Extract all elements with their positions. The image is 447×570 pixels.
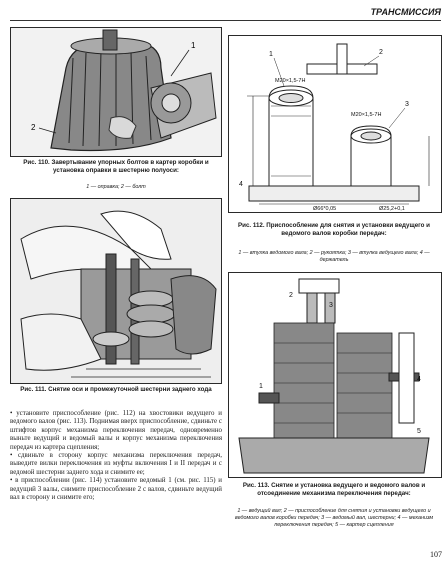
callout-2: 2: [379, 49, 383, 56]
section-header: ТРАНСМИССИЯ: [370, 7, 441, 17]
callout-2: 2: [289, 292, 293, 299]
figure-113-caption: Рис. 113. Снятие и установка ведущего и …: [242, 482, 426, 497]
dim-diameter-1: Ø66*0,05: [313, 206, 336, 212]
header-rule: [10, 20, 441, 21]
figure-112-caption: Рис. 112. Приспособление для снятия и ус…: [238, 222, 430, 237]
dim-thread-2: M20×1,5-7H: [351, 112, 381, 118]
dim-thread-1: M20×1,5-7H: [275, 78, 305, 84]
callout-1: 1: [191, 41, 196, 50]
figure-111-image: [10, 198, 222, 384]
callout-1: 1: [259, 383, 263, 390]
callout-2: 2: [31, 123, 36, 132]
body-text: • установите приспособление (рис. 112) н…: [10, 410, 222, 502]
figure-112-legend: 1 — втулка ведомого вала; 2 — рукоятка; …: [238, 250, 430, 263]
figure-113-legend: 1 — ведущий вал; 2 — приспособление для …: [234, 508, 434, 528]
callout-3: 3: [329, 302, 333, 309]
callout-3: 3: [405, 101, 409, 108]
figure-111-caption: Рис. 111. Снятие оси и промежуточной шес…: [20, 386, 212, 393]
figure-112-image: M20×1,5-7H M20×1,5-7H Ø66*0,05 Ø25,2+0,1…: [228, 35, 442, 213]
figure-110-legend: 1 — оправка; 2 — болт: [86, 184, 146, 190]
dim-diameter-2: Ø25,2+0,1: [379, 206, 405, 212]
paragraph: • в приспособлении (рис. 114) установите…: [10, 477, 222, 502]
figure-110-image: 2 1: [10, 27, 222, 157]
callout-4: 4: [239, 181, 243, 188]
paragraph: • установите приспособление (рис. 112) н…: [10, 410, 222, 451]
figure-113-image: 2 3 1 4 5: [228, 272, 442, 478]
paragraph: • сдвиньте в сторону корпус механизма пе…: [10, 452, 222, 476]
callout-5: 5: [417, 428, 421, 435]
callout-1: 1: [269, 51, 273, 58]
callout-4: 4: [417, 376, 421, 383]
page-number: 107: [430, 550, 442, 559]
figure-110-caption: Рис. 110. Завертывание упорных болтов в …: [23, 159, 209, 174]
